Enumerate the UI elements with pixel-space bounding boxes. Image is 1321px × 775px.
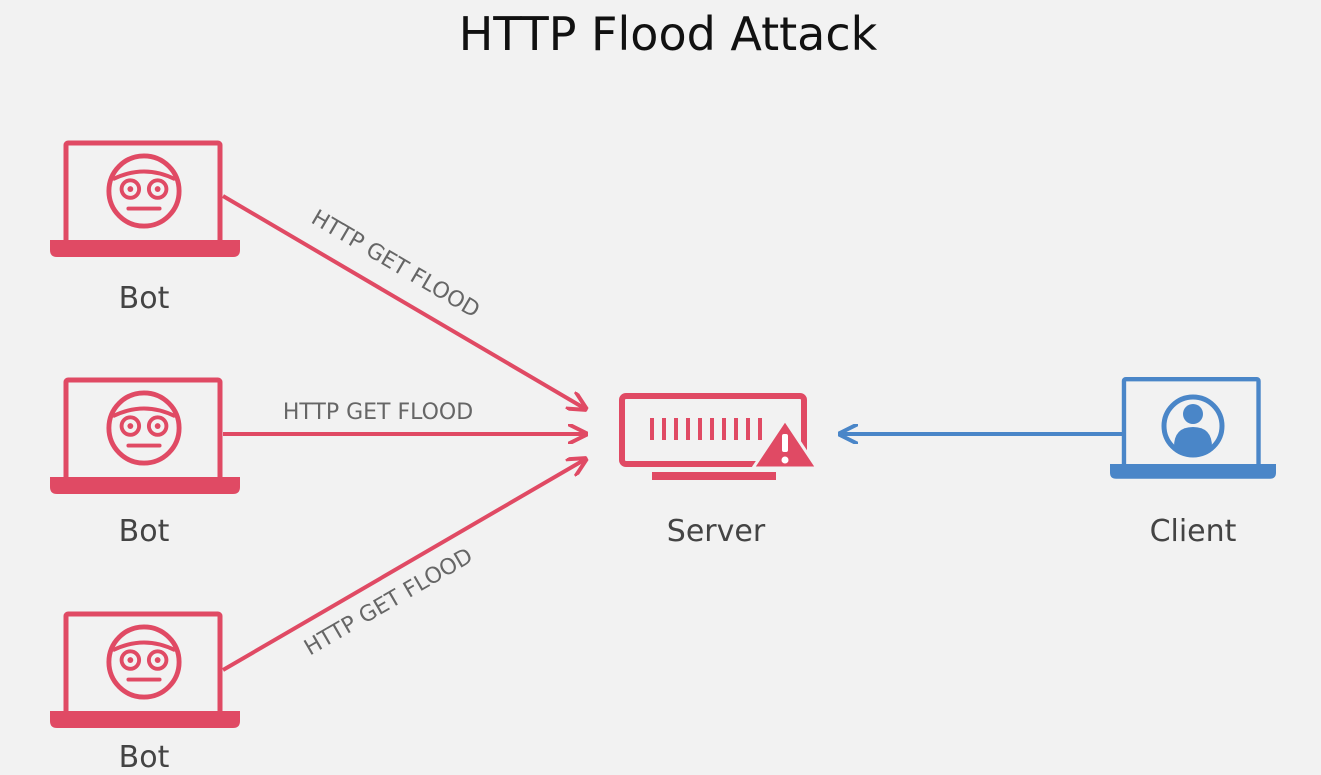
user-avatar-icon xyxy=(1161,394,1225,458)
bot-node-2: Bot xyxy=(50,380,240,549)
node-label: Client xyxy=(1150,514,1237,549)
edge-label: HTTP GET FLOOD xyxy=(283,400,473,425)
robot-face-icon xyxy=(109,627,179,697)
edge-bot-1-to-server: HTTP GET FLOOD xyxy=(221,194,584,408)
edge-bot-2-to-server: HTTP GET FLOOD xyxy=(223,400,584,434)
server-warning-icon xyxy=(619,393,819,480)
edge-line xyxy=(221,194,584,408)
node-label: Bot xyxy=(119,740,170,775)
server-node: Server xyxy=(619,393,819,549)
node-label: Bot xyxy=(119,514,170,549)
bot-node-1: Bot xyxy=(50,143,240,316)
robot-face-icon xyxy=(109,156,179,226)
bot-node-3: Bot xyxy=(50,614,240,775)
client-node: Client xyxy=(1110,379,1276,549)
laptop-icon xyxy=(50,143,240,257)
laptop-icon xyxy=(50,614,240,728)
page-title: HTTP Flood Attack xyxy=(459,7,878,61)
robot-face-icon xyxy=(109,393,179,463)
edge-label: HTTP GET FLOOD xyxy=(300,544,477,661)
node-label: Bot xyxy=(119,281,170,316)
laptop-icon xyxy=(50,380,240,494)
edge-line xyxy=(221,460,584,672)
edge-bot-3-to-server: HTTP GET FLOOD xyxy=(221,460,584,672)
node-label: Server xyxy=(667,514,766,549)
edge-label: HTTP GET FLOOD xyxy=(307,205,484,323)
